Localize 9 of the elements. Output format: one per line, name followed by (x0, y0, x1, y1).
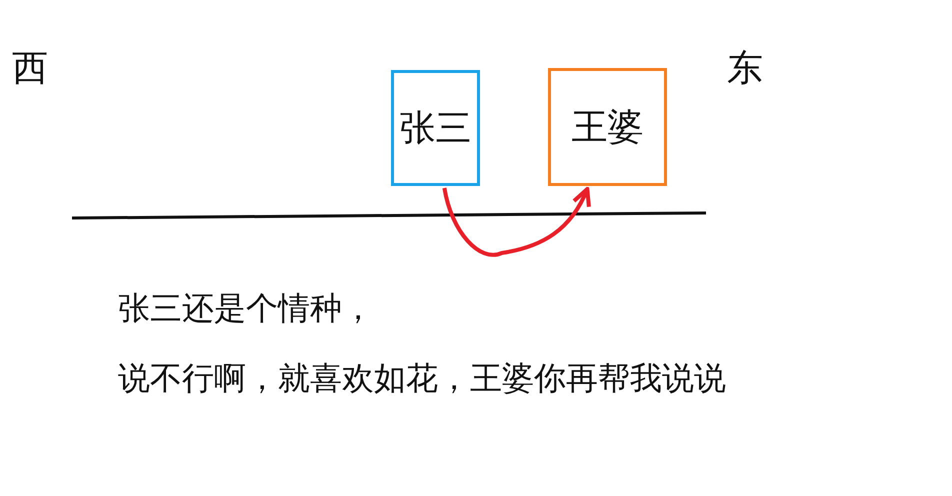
curved-arrow (442, 187, 590, 257)
person-box (548, 68, 667, 186)
person-name: 张三 (400, 106, 472, 150)
person-name: 王婆 (572, 106, 644, 150)
direction-label: 东 (727, 47, 763, 91)
note-text: 说不行啊，就喜欢如花，王婆你再帮我说说 (118, 358, 726, 399)
person-box (391, 70, 480, 186)
direction-label: 西 (12, 47, 48, 91)
note-text: 张三还是个情种， (118, 288, 374, 329)
